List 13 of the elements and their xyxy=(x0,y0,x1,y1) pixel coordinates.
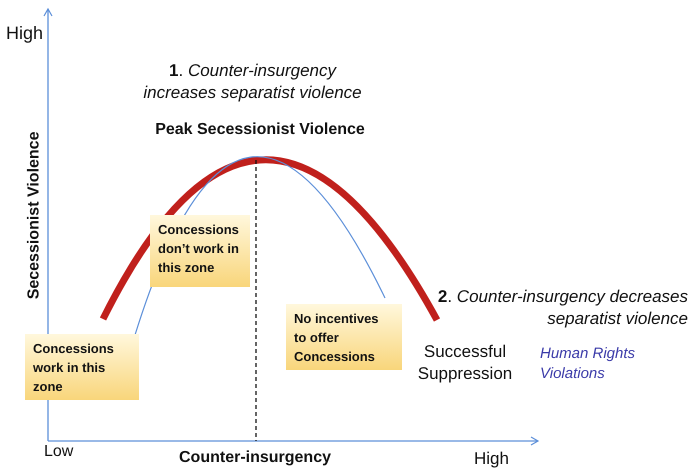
axis-title: Counter-insurgency xyxy=(178,448,332,468)
outcome-label: Successful Suppression xyxy=(416,341,514,386)
annotation-text: 2. Counter-insurgency decreases separatist violence xyxy=(436,286,688,330)
note-text: Human Rights Violations xyxy=(540,344,636,383)
axis-title: Secessionist Violence xyxy=(24,130,44,302)
axis-tick-label: High xyxy=(6,22,44,45)
note-box: Concessions work in this zone xyxy=(25,334,139,400)
peak-label: Peak Secessionist Violence xyxy=(154,120,366,140)
note-box: Concessions don’t work in this zone xyxy=(150,215,250,287)
axis-tick-label: High xyxy=(474,448,510,470)
note-box: No incentives to offer Concessions xyxy=(286,304,402,370)
annotation-text: 1. Counter-insurgency increases separatist violence xyxy=(142,60,363,104)
axis-tick-label: Low xyxy=(44,442,74,462)
